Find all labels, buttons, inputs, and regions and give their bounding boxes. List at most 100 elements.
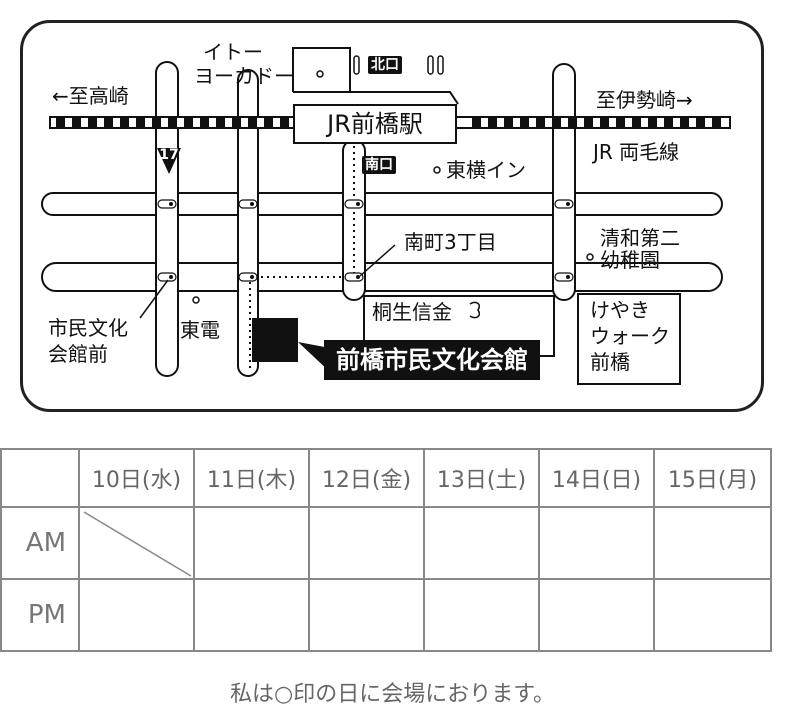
railway-tie — [56, 118, 65, 127]
minami-cho-label: 南町3丁目 — [404, 230, 497, 254]
footer-note: 私は○印の日に会場におります。 — [230, 682, 555, 707]
schedule-table: 10日(水) 11日(木) 12日(金) 13日(土) 14日(日) 15日(月… — [0, 448, 772, 652]
schedule-cell[interactable] — [308, 506, 425, 580]
kiryu-shinkin-label: 桐生信金 — [372, 300, 452, 324]
railway-tie — [280, 118, 289, 127]
road-v4 — [552, 63, 576, 301]
schedule-cell[interactable] — [653, 506, 772, 580]
railway-tie — [664, 118, 673, 127]
venue-pointer — [298, 342, 330, 372]
bank-symbol-icon — [469, 301, 481, 319]
schedule-row-pm: PM — [0, 578, 772, 652]
keyaki-label-1: けやき — [590, 298, 650, 322]
traffic-signal-icon — [238, 272, 258, 282]
railway-tie — [632, 118, 641, 127]
road-upper — [41, 192, 723, 216]
railway-tie — [552, 118, 561, 127]
day-header: 12日(金) — [308, 448, 425, 508]
ito-yokado-label-2: ヨーカドー — [194, 64, 294, 88]
railway-tie — [104, 118, 113, 127]
schedule-cell[interactable] — [423, 578, 540, 652]
railway-tie — [648, 118, 657, 127]
road-v1 — [155, 61, 179, 377]
railway-tie — [88, 118, 97, 127]
schedule-cell-crossed — [78, 506, 195, 580]
railway-tie — [696, 118, 705, 127]
railway-tie — [504, 118, 513, 127]
railway-tie — [600, 118, 609, 127]
railway-tie — [72, 118, 81, 127]
railway-tie — [184, 118, 193, 127]
railway-tie — [168, 118, 177, 127]
schedule-cell[interactable] — [78, 578, 195, 652]
row-label-pm: PM — [0, 578, 80, 652]
traffic-signal-light — [169, 275, 173, 279]
railway-tie — [536, 118, 545, 127]
schedule-corner-cell — [0, 448, 80, 508]
railway-tie — [136, 118, 145, 127]
railway-tie — [520, 118, 529, 127]
railway-tie — [152, 118, 161, 127]
traffic-signal-icon — [238, 199, 258, 209]
line-name-label: JR 両毛線 — [593, 140, 680, 164]
railway-tie — [264, 118, 273, 127]
schedule-cell[interactable] — [193, 578, 310, 652]
day-header: 14日(日) — [538, 448, 655, 508]
ito-yokado-block — [292, 47, 351, 92]
schedule-cell[interactable] — [538, 578, 655, 652]
traffic-signal-light — [356, 275, 360, 279]
direction-west-label: ←至高崎 — [52, 84, 129, 108]
schedule-cell[interactable] — [423, 506, 540, 580]
seiwa-label-1: 清和第二 — [600, 226, 680, 250]
pointer-minami — [359, 244, 396, 277]
marker-toyoko — [433, 166, 441, 174]
toden-label: 東電 — [180, 318, 220, 342]
traffic-signal-light — [566, 202, 570, 206]
day-header: 11日(木) — [193, 448, 310, 508]
schedule-cell[interactable] — [538, 506, 655, 580]
traffic-signal-light — [356, 202, 360, 206]
traffic-signal-light — [250, 275, 254, 279]
keyaki-label-3: 前橋 — [590, 350, 630, 374]
block-keyaki — [577, 293, 681, 385]
marker-seiwa — [586, 253, 594, 261]
route-17-number: 17 — [159, 147, 179, 163]
pointer-shimin — [139, 279, 169, 319]
direction-east-label: 至伊勢崎→ — [596, 88, 693, 112]
railway-tie — [232, 118, 241, 127]
railway-tie — [584, 118, 593, 127]
route-17-icon — [157, 148, 181, 174]
railway-tie — [616, 118, 625, 127]
venue-marker — [252, 318, 298, 362]
row-label-am: AM — [0, 506, 80, 580]
traffic-signal-icon — [344, 199, 364, 209]
road-v2 — [237, 69, 259, 377]
keyaki-label-2: ウォーク — [590, 324, 670, 348]
railway-tie — [472, 118, 481, 127]
railway-tie — [216, 118, 225, 127]
station-name-box: JR前橋駅 — [293, 104, 457, 144]
toyoko-inn-label: 東横イン — [446, 158, 526, 182]
shimin-bunka-label-1: 市民文化 — [48, 316, 128, 340]
railway-tie — [568, 118, 577, 127]
map-drawing — [41, 47, 731, 385]
day-header: 10日(水) — [78, 448, 195, 508]
schedule-cell[interactable] — [308, 578, 425, 652]
railway-tie — [712, 118, 721, 127]
marker-ito — [316, 70, 324, 78]
railway-tie — [200, 118, 209, 127]
schedule-cell[interactable] — [193, 506, 310, 580]
railway-tie — [488, 118, 497, 127]
schedule-cell[interactable] — [653, 578, 772, 652]
traffic-signal-icon — [344, 272, 364, 282]
south-exit-badge: 南口 — [362, 156, 396, 174]
seiwa-label-2: 幼稚園 — [600, 248, 660, 272]
station-canopy — [293, 91, 459, 105]
traffic-signal-light — [250, 202, 254, 206]
traffic-signal-icon — [554, 199, 574, 209]
marker-toden — [192, 296, 200, 304]
railway-ties — [56, 118, 721, 127]
shimin-bunka-label-2: 会館前 — [48, 342, 108, 366]
railway-tie — [248, 118, 257, 127]
ito-yokado-label-1: イトー — [203, 40, 263, 64]
